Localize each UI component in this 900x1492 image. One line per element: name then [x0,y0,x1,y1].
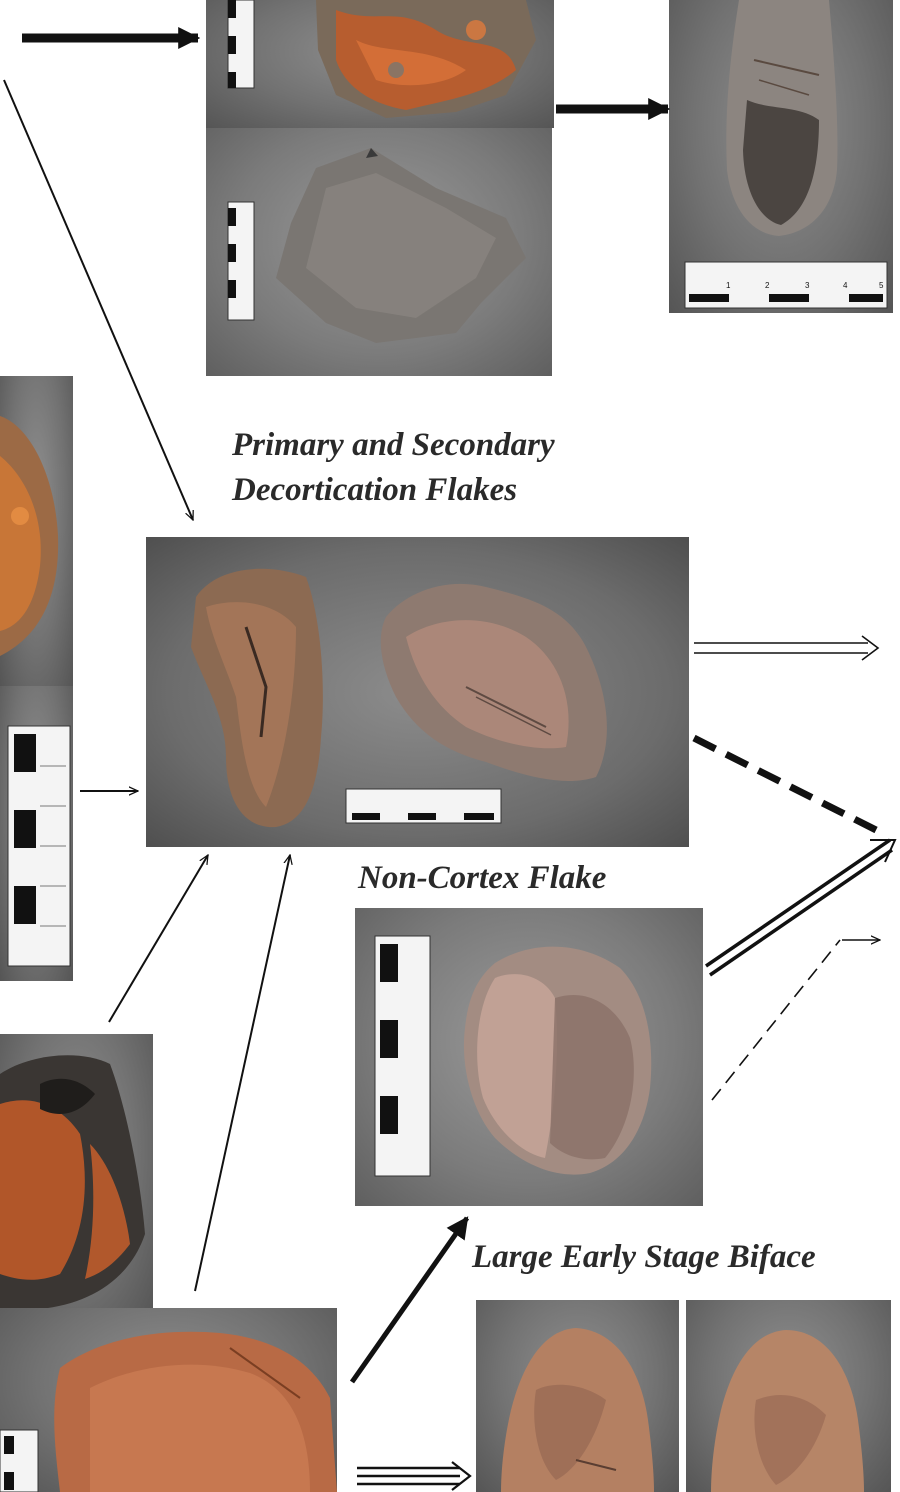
arrow-icon [195,855,290,1291]
arrow-icon [694,636,878,660]
arrow-icon [4,80,193,520]
arrow-icon [694,738,880,832]
arrow-icon [706,840,895,975]
label-non-cortex-flake: Non-Cortex Flake [358,856,606,900]
label-primary-secondary-line1: Primary and Secondary [232,423,555,467]
arrow-icon [352,1218,467,1382]
label-primary-secondary-line2: Decortication Flakes [232,468,517,512]
arrow-icon [712,940,840,1100]
label-large-early-stage-biface: Large Early Stage Biface [472,1235,816,1279]
arrow-icon [357,1462,470,1490]
arrow-icon [109,855,208,1022]
